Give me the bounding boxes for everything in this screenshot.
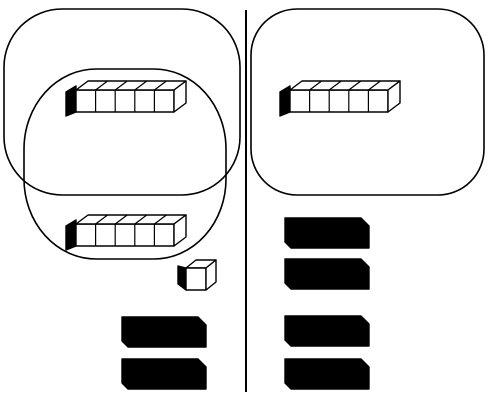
ten-rod-left-bottom — [66, 215, 186, 250]
rod-end-shade — [66, 86, 76, 116]
right-black-bars — [285, 218, 369, 389]
black-bar — [285, 259, 369, 289]
rod-top-face — [290, 81, 400, 90]
rod-front-face — [76, 224, 174, 246]
left-black-bars — [122, 317, 206, 389]
black-bar — [122, 359, 206, 389]
black-bar — [122, 317, 206, 347]
black-bar — [285, 316, 369, 346]
ten-rod-left-top — [66, 81, 186, 116]
rod-front-face — [76, 90, 174, 112]
rod-top-face — [76, 215, 186, 224]
unit-cube — [178, 260, 216, 290]
rod-end-shade — [280, 86, 290, 116]
black-bar — [285, 359, 369, 389]
rod-top-face — [76, 81, 186, 90]
rod-front-face — [290, 90, 388, 112]
cube-side-shade — [178, 266, 186, 290]
black-bar — [285, 218, 369, 248]
cube-front-face — [186, 268, 206, 290]
ten-rod-right — [280, 81, 400, 116]
rod-end-shade — [66, 220, 76, 250]
